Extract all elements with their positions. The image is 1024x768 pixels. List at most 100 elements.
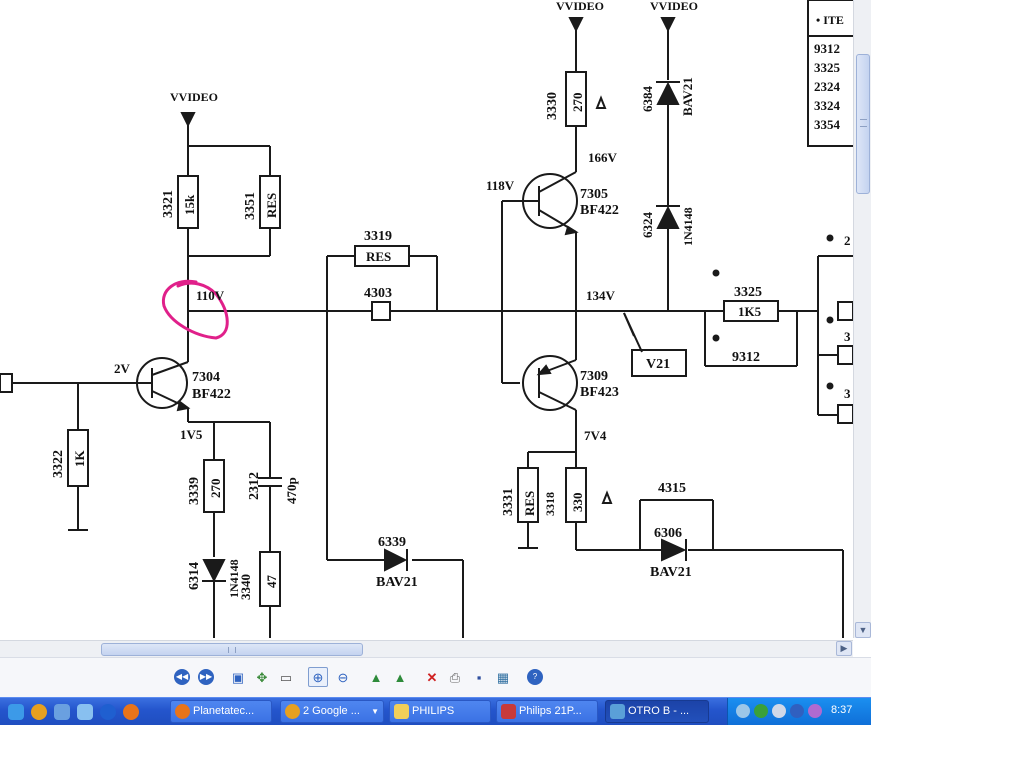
users-icon[interactable] (736, 704, 750, 718)
save-button[interactable]: ▪ (469, 667, 489, 687)
label-r3331-value: RES (522, 491, 537, 516)
network-icon[interactable] (772, 704, 786, 718)
label-node-7v4: 7V4 (584, 428, 607, 443)
print-button[interactable]: ⎙ (445, 667, 465, 687)
ccleaner-icon[interactable] (790, 704, 804, 718)
zoom-in-button[interactable]: ⊕ (308, 667, 328, 687)
label-t7305-ref: 7305 (580, 187, 608, 202)
save-icon: ▪ (476, 669, 482, 685)
label-r3351-ref: 3351 (243, 192, 258, 220)
quicklaunch-network-icon[interactable] (54, 704, 70, 720)
handdrawn-circle-annotation (161, 279, 229, 340)
label-d6384-type: BAV21 (680, 77, 695, 116)
label-r3339-ref: 3339 (187, 477, 202, 505)
best-fit-button[interactable]: ▣ (228, 667, 248, 687)
rotate-clockwise-button[interactable]: ▲ (366, 667, 386, 687)
label-d6306-ref: 6306 (654, 526, 682, 541)
label-t7309-ref: 7309 (580, 369, 608, 384)
rotate-clockwise-icon: ▲ (369, 669, 383, 685)
previous-image-button[interactable]: ◀◀ (172, 667, 192, 687)
scroll-down-button[interactable]: ▼ (855, 622, 871, 638)
chevron-right-icon: ▶ (840, 643, 848, 653)
image-viewer-window: VVIDEO VVIDEO VVIDEO 3321 15k 3351 RES 3… (0, 0, 871, 697)
quicklaunch-firefox-icon[interactable] (123, 704, 139, 720)
delete-button[interactable]: ✕ (422, 667, 442, 687)
chevron-down-icon: ▼ (858, 625, 868, 635)
taskbar-item-philips-folder[interactable]: PHILIPS (389, 700, 491, 723)
label-r3325-value: 1K5 (738, 304, 762, 319)
slideshow-icon: ▭ (279, 669, 293, 685)
label-r3339-value: 270 (208, 479, 223, 499)
task-label: Planetatec... (193, 705, 255, 717)
document-icon (501, 704, 516, 719)
label-t7304-ref: 7304 (192, 370, 220, 385)
horizontal-scrollbar[interactable] (0, 640, 853, 657)
label-d6324-type: 1N4148 (681, 207, 695, 246)
actual-size-icon: ✥ (256, 669, 268, 685)
label-d6384-ref: 6384 (640, 86, 655, 113)
quicklaunch-mediaplayer-icon[interactable] (100, 704, 116, 720)
label-r3319-value: RES (366, 249, 391, 264)
horizontal-scroll-thumb[interactable] (101, 643, 363, 656)
label-r3322-value: 1K (72, 450, 87, 468)
label-r3330-ref: 3330 (545, 92, 560, 120)
vertical-scroll-thumb[interactable] (856, 54, 870, 194)
label-r3331-ref: 3331 (501, 488, 516, 516)
quicklaunch-chrome-icon[interactable] (31, 704, 47, 720)
parts-table-header: • ITE (816, 13, 844, 27)
rotate-counterclockwise-button[interactable]: ▲ (390, 667, 410, 687)
label-t7304-type: BF422 (192, 387, 231, 402)
label-fragment-b: 3 (844, 329, 851, 344)
delete-icon: ✕ (426, 669, 438, 685)
label-t7305-type: BF422 (580, 203, 619, 218)
open-with-button[interactable]: ▦ (493, 667, 513, 687)
label-r3351-value: RES (264, 193, 279, 218)
label-r3330-value: 270 (570, 93, 585, 113)
taskbar-item-google[interactable]: 2 Google ... ▼ (280, 700, 384, 723)
image-canvas[interactable]: VVIDEO VVIDEO VVIDEO 3321 15k 3351 RES 3… (0, 0, 853, 638)
quicklaunch-desktop-icon[interactable] (77, 704, 93, 720)
next-image-icon: ▶▶ (198, 669, 214, 685)
vertical-scrollbar[interactable]: ▼ (853, 0, 871, 638)
parts-table-row: 3354 (814, 117, 841, 132)
folder-icon (394, 704, 409, 719)
parts-table-row: 3324 (814, 98, 841, 113)
label-fragment-a: 2 (844, 233, 851, 248)
zoom-in-icon: ⊕ (312, 669, 324, 685)
label-r3321-value: 15k (182, 194, 197, 215)
scroll-right-button[interactable]: ▶ (836, 641, 852, 656)
antivirus-icon[interactable] (808, 704, 822, 718)
slideshow-button[interactable]: ▭ (276, 667, 296, 687)
parts-table-row: 3325 (814, 60, 841, 75)
help-button[interactable]: ? (525, 667, 545, 687)
viewer-toolbar: ◀◀ ▶▶ ▣ ✥ ▭ ⊕ ⊖ ▲ ▲ ✕ ⎙ ▪ ▦ ? (0, 657, 871, 697)
label-node-1v5: 1V5 (180, 427, 203, 442)
label-node-166v: 166V (588, 150, 618, 165)
task-label: PHILIPS (412, 705, 455, 717)
taskbar-item-planetatec[interactable]: Planetatec... (170, 700, 272, 723)
label-jumper-4303: 4303 (364, 286, 392, 301)
label-d6324-ref: 6324 (640, 212, 655, 239)
clock[interactable]: 8:37 (831, 704, 853, 716)
actual-size-button[interactable]: ✥ (252, 667, 272, 687)
label-r3321-ref: 3321 (161, 190, 176, 218)
label-r3325-ref: 3325 (734, 285, 762, 300)
firefox-icon (175, 704, 190, 719)
image-viewer-icon (610, 704, 625, 719)
taskbar-item-otro-b[interactable]: OTRO B - ... (605, 700, 709, 723)
label-vvideo-right: VVIDEO (650, 0, 698, 13)
print-icon: ⎙ (449, 669, 461, 685)
label-node-110v: 110V (196, 288, 225, 303)
quicklaunch-ie-icon[interactable] (8, 704, 24, 720)
next-image-button[interactable]: ▶▶ (196, 667, 216, 687)
previous-image-icon: ◀◀ (174, 669, 190, 685)
label-vvideo-left: VVIDEO (170, 90, 218, 104)
rotate-counterclockwise-icon: ▲ (393, 669, 407, 685)
taskbar-item-philips-doc[interactable]: Philips 21P... (496, 700, 598, 723)
zoom-out-button[interactable]: ⊖ (333, 667, 353, 687)
label-r3322-ref: 3322 (51, 450, 66, 478)
label-v21: V21 (646, 357, 670, 372)
messenger-icon[interactable] (754, 704, 768, 718)
label-d6339-type: BAV21 (376, 575, 418, 590)
label-d6306-type: BAV21 (650, 565, 692, 580)
